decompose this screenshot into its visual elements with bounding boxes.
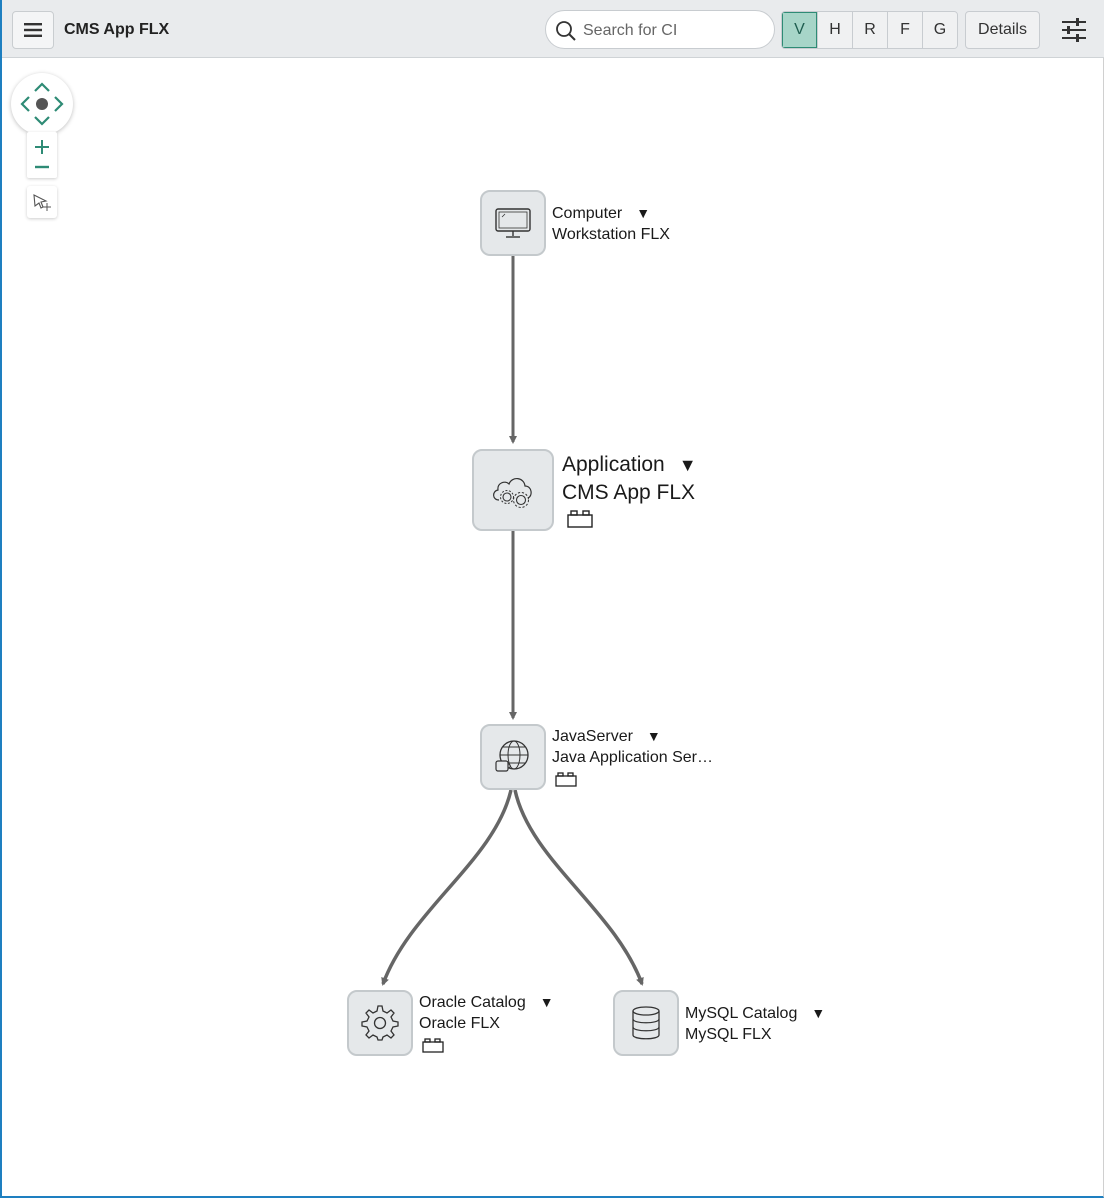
page-title: CMS App FLX — [64, 21, 170, 38]
node-application[interactable] — [472, 449, 554, 531]
node-application-type: Application — [562, 453, 665, 476]
hamburger-menu-button[interactable] — [12, 11, 54, 49]
zoom-in-icon[interactable] — [27, 134, 57, 156]
pan-arrows-icon — [20, 82, 64, 126]
node-javaserver-dropdown-caret[interactable]: ▼ — [646, 728, 661, 744]
node-computer-dropdown-caret[interactable]: ▼ — [636, 205, 651, 221]
view-mode-h-button[interactable]: H — [817, 12, 852, 48]
view-mode-v-button[interactable]: V — [782, 12, 817, 48]
pan-control[interactable] — [11, 73, 73, 135]
search-box[interactable] — [545, 10, 775, 49]
node-computer-name: Workstation FLX — [552, 226, 670, 243]
details-button[interactable]: Details — [965, 11, 1040, 49]
search-icon — [556, 21, 576, 41]
database-icon — [632, 1006, 660, 1040]
node-javaserver-type: JavaServer — [552, 728, 633, 745]
node-javaserver-label: JavaServer ▼ Java Application Ser… — [552, 726, 713, 788]
node-application-name: CMS App FLX — [562, 481, 696, 504]
node-computer-label: Computer ▼ Workstation FLX — [552, 203, 670, 245]
node-oracle-name: Oracle FLX — [419, 1015, 500, 1032]
node-oracle-type: Oracle Catalog — [419, 994, 526, 1011]
node-javaserver[interactable] — [480, 724, 546, 790]
search-input[interactable] — [581, 19, 765, 43]
edge-javaserver-oracle — [381, 789, 513, 986]
view-mode-toggle: V H R F G — [781, 11, 958, 49]
edge-javaserver-mysql — [513, 789, 644, 986]
globe-cup-icon — [495, 740, 529, 772]
cloud-gears-icon — [493, 478, 532, 508]
node-oracle-label: Oracle Catalog ▼ Oracle FLX — [419, 992, 554, 1054]
sliders-icon[interactable] — [1060, 16, 1088, 44]
zoom-out-icon[interactable] — [27, 158, 57, 176]
node-mysql-label: MySQL Catalog ▼ MySQL FLX — [685, 1003, 825, 1045]
node-computer-type: Computer — [552, 205, 623, 222]
node-mysql-type: MySQL Catalog — [685, 1005, 798, 1022]
hamburger-icon — [24, 23, 42, 37]
node-application-dropdown-caret[interactable]: ▼ — [678, 455, 697, 475]
monitor-icon — [495, 208, 531, 238]
node-application-label: Application ▼ CMS App FLX — [562, 451, 697, 530]
component-badge-icon — [422, 1038, 444, 1053]
component-badge-icon — [555, 772, 577, 787]
view-mode-g-button[interactable]: G — [922, 12, 957, 48]
node-oracle[interactable] — [347, 990, 413, 1056]
zoom-control — [27, 132, 57, 178]
node-oracle-dropdown-caret[interactable]: ▼ — [539, 994, 554, 1010]
node-javaserver-name: Java Application Ser… — [552, 749, 713, 766]
view-mode-f-button[interactable]: F — [887, 12, 922, 48]
node-computer[interactable] — [480, 190, 546, 256]
node-mysql-name: MySQL FLX — [685, 1026, 772, 1043]
gear-icon — [361, 1005, 399, 1041]
node-mysql-dropdown-caret[interactable]: ▼ — [811, 1005, 826, 1021]
pointer-move-icon — [33, 194, 51, 211]
component-badge-icon — [567, 510, 593, 528]
node-mysql[interactable] — [613, 990, 679, 1056]
view-mode-r-button[interactable]: R — [852, 12, 887, 48]
select-tool-button[interactable] — [27, 186, 57, 218]
toolbar: CMS App FLX V H R F G Details — [2, 0, 1104, 58]
